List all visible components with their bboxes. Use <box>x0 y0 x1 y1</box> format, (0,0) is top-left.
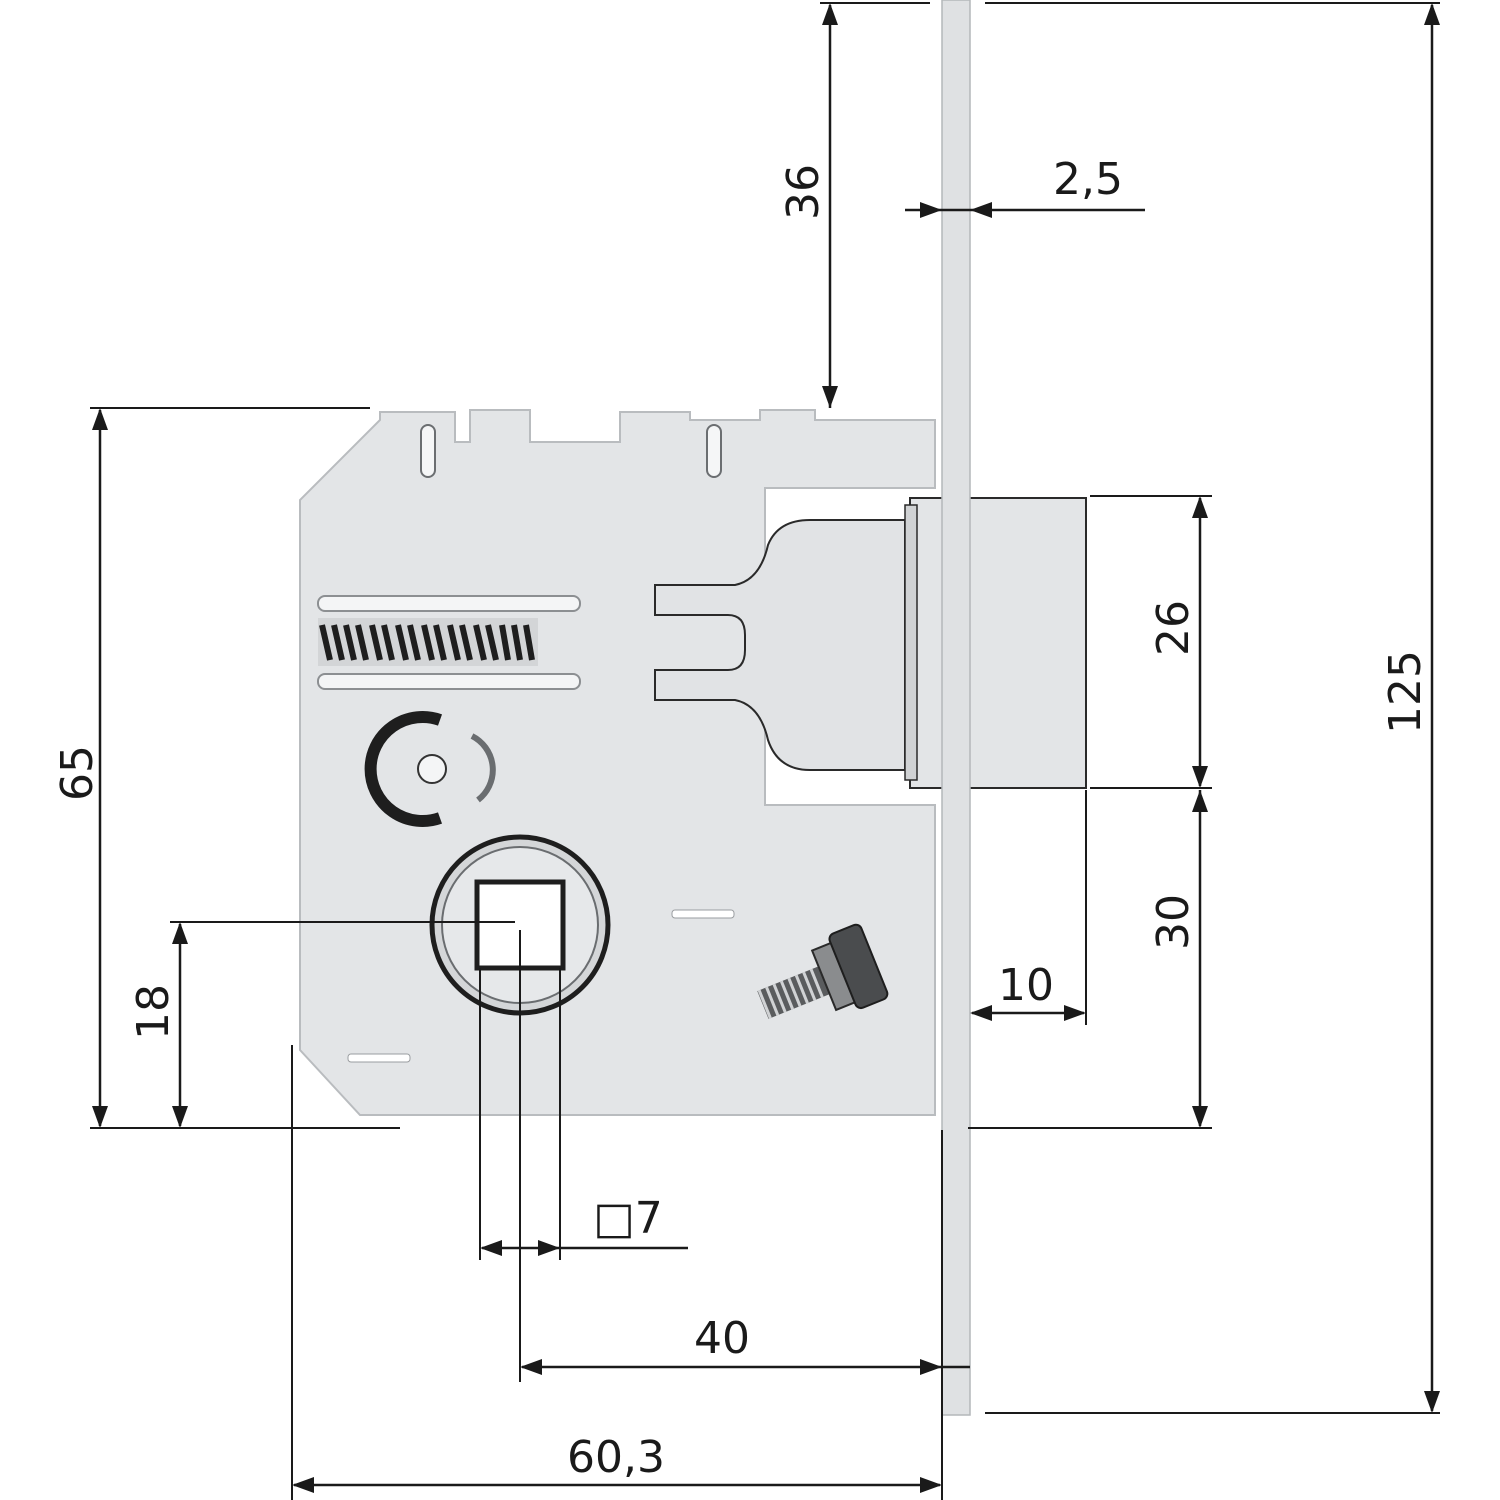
label-case-depth: 60,3 <box>567 1432 665 1483</box>
label-latch-height: 26 <box>1148 600 1199 656</box>
faceplate <box>941 0 971 1416</box>
label-latch-projection: 10 <box>998 960 1054 1011</box>
groove-bottom <box>317 673 581 690</box>
label-spindle-height: 18 <box>128 984 179 1040</box>
case-mark-left <box>347 1053 411 1063</box>
screw-icon <box>757 923 889 1019</box>
label-latch-to-bottom: 30 <box>1148 894 1199 950</box>
label-faceplate-height: 125 <box>1380 650 1431 734</box>
spindle-hub <box>429 834 611 1016</box>
cam-icon <box>364 711 496 827</box>
label-backset: 40 <box>694 1313 750 1364</box>
label-spindle-square: □7 <box>593 1193 663 1244</box>
dimension-lines <box>90 2 1440 1500</box>
label-faceplate-thickness: 2,5 <box>1053 154 1123 205</box>
groove-top <box>317 595 581 612</box>
top-slot-right <box>706 424 722 478</box>
label-top-offset: 36 <box>778 164 829 220</box>
top-slot-left <box>420 424 436 478</box>
stamped-mark <box>318 618 538 666</box>
label-case-height: 65 <box>52 745 103 801</box>
latch-head <box>909 497 1087 789</box>
lock-case <box>299 409 936 1116</box>
latch-bolt <box>654 497 1087 789</box>
case-mark-right <box>671 909 735 919</box>
